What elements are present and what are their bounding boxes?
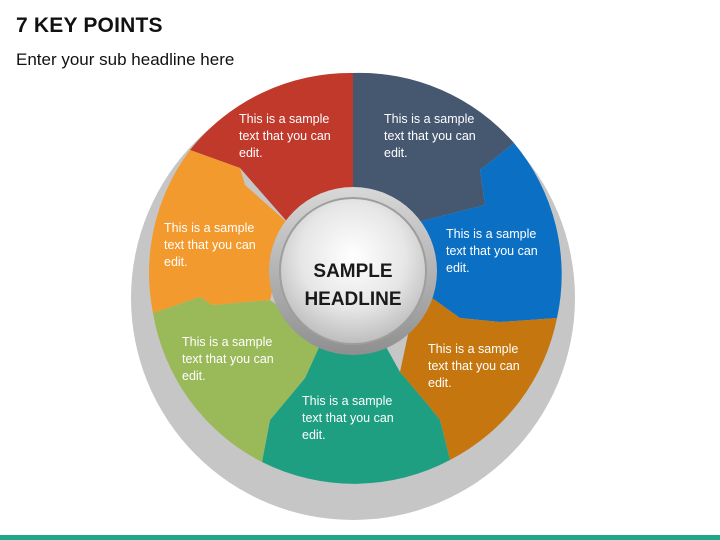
segment-blue-line: edit. [446, 261, 470, 275]
segment-slate-line: This is a sample [384, 112, 474, 126]
center-headline-line2: HEADLINE [304, 289, 401, 310]
segment-red-line: This is a sample [239, 112, 329, 126]
segment-orange-text: This is a sample text that you can edit. [164, 221, 256, 269]
segment-red-text: This is a sample text that you can edit. [239, 112, 331, 160]
segment-slate-line: text that you can [384, 129, 476, 143]
segment-green-line: text that you can [182, 352, 274, 366]
segment-blue-text: This is a sample text that you can edit. [446, 227, 538, 275]
segment-green-line: This is a sample [182, 335, 272, 349]
segment-slate [353, 72, 514, 223]
segment-red-line: edit. [239, 146, 263, 160]
segment-brown-line: text that you can [428, 359, 520, 373]
segment-brown-line: This is a sample [428, 342, 518, 356]
slide-title: 7 KEY POINTS [16, 14, 163, 37]
segment-orange [149, 150, 290, 313]
segment-orange-line: This is a sample [164, 221, 254, 235]
center-headline-line1: SAMPLE [313, 261, 392, 282]
segment-blue-line: This is a sample [446, 227, 536, 241]
center-disc [279, 197, 427, 345]
segment-teal-text: This is a sample text that you can edit. [302, 394, 394, 442]
segment-blue-line: text that you can [446, 244, 538, 258]
segment-orange-line: text that you can [164, 238, 256, 252]
segment-teal-line: This is a sample [302, 394, 392, 408]
slide-subtitle: Enter your sub headline here [16, 50, 235, 69]
segment-slate-text: This is a sample text that you can edit. [384, 112, 476, 160]
segment-brown [400, 288, 557, 460]
segment-green [153, 297, 320, 462]
segment-slate-line: edit. [384, 146, 408, 160]
bottom-accent-bar [0, 535, 720, 540]
segment-red [190, 72, 353, 225]
segment-red-line: text that you can [239, 129, 331, 143]
segment-teal [262, 345, 450, 484]
segment-brown-line: edit. [428, 376, 452, 390]
segment-teal-line: edit. [302, 428, 326, 442]
segment-green-text: This is a sample text that you can edit. [182, 335, 274, 383]
segment-blue [418, 143, 562, 322]
segment-teal-line: text that you can [302, 411, 394, 425]
segment-green-line: edit. [182, 369, 206, 383]
segment-brown-text: This is a sample text that you can edit. [428, 342, 520, 390]
segment-orange-line: edit. [164, 255, 188, 269]
